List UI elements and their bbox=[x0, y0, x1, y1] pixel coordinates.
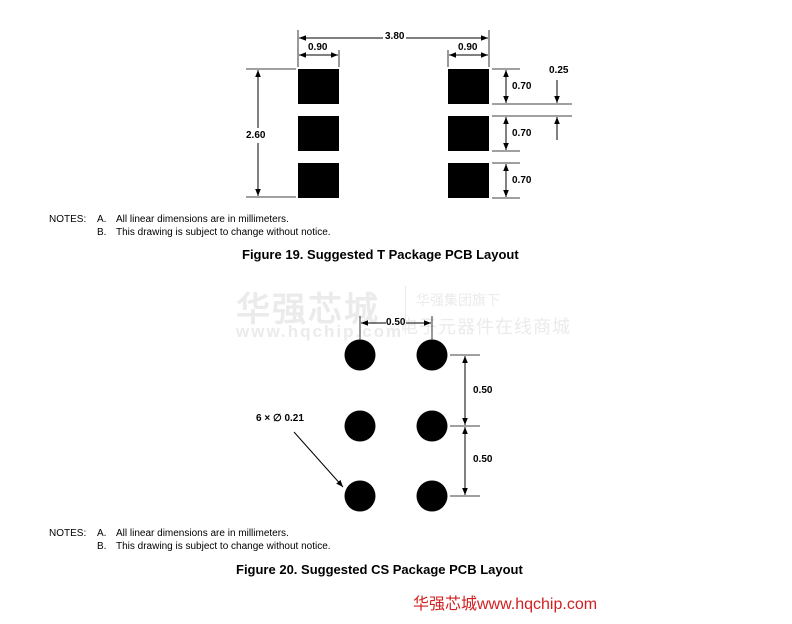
dim-ball-callout: 6 × ∅ 0.21 bbox=[256, 413, 304, 424]
note-a-letter: A. bbox=[97, 528, 107, 539]
note-b-text: This drawing is subject to change withou… bbox=[116, 541, 331, 552]
watermark-slogan: 电子元器件在线商城 bbox=[400, 317, 571, 337]
watermark-brand: 华强芯城 bbox=[236, 291, 380, 329]
dim-pad-height-2: 0.70 bbox=[512, 128, 532, 139]
note-b-text: This drawing is subject to change withou… bbox=[116, 227, 331, 238]
watermark-tagline: 华强集团旗下 bbox=[416, 292, 500, 308]
dim-total-height: 2.60 bbox=[246, 128, 266, 143]
notes-label: NOTES: bbox=[49, 528, 87, 539]
dim-pitch-horizontal: 0.50 bbox=[386, 317, 406, 328]
dim-gap: 0.25 bbox=[549, 65, 569, 76]
note-a-text: All linear dimensions are in millimeters… bbox=[116, 214, 289, 225]
figure20-caption: Figure 20. Suggested CS Package PCB Layo… bbox=[236, 562, 523, 577]
notes-label: NOTES: bbox=[49, 214, 87, 225]
dim-pad-height-1: 0.70 bbox=[512, 81, 532, 92]
note-a-letter: A. bbox=[97, 214, 107, 225]
dim-pitch-vertical-2: 0.50 bbox=[473, 454, 493, 465]
dim-total-width: 3.80 bbox=[383, 31, 407, 42]
figure19-caption: Figure 19. Suggested T Package PCB Layou… bbox=[242, 247, 519, 262]
note-a-text: All linear dimensions are in millimeters… bbox=[116, 528, 289, 539]
footer-link[interactable]: 华强芯城www.hqchip.com bbox=[413, 596, 598, 613]
dim-pad-height-3: 0.70 bbox=[512, 175, 532, 186]
note-b-letter: B. bbox=[97, 541, 107, 552]
note-b-letter: B. bbox=[97, 227, 107, 238]
dim-pitch-vertical-1: 0.50 bbox=[473, 385, 493, 396]
watermark-divider bbox=[405, 286, 406, 334]
dim-pad-width-right: 0.90 bbox=[458, 42, 478, 53]
dim-pad-width-left: 0.90 bbox=[308, 42, 328, 53]
